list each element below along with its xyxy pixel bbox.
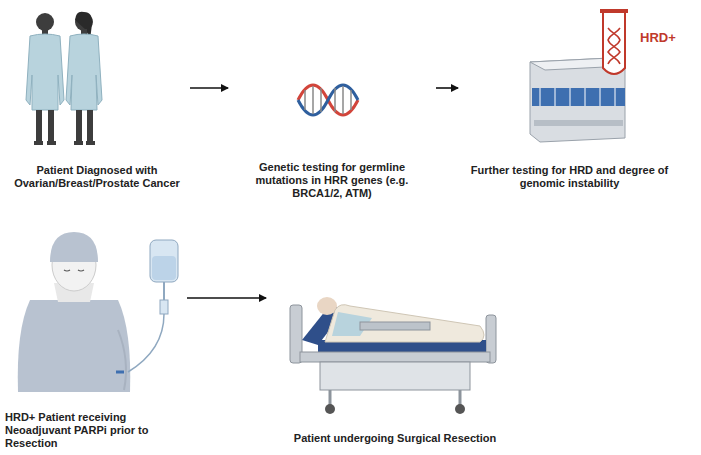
step-caption: Genetic testing for germline mutations i… — [232, 161, 432, 200]
step-caption: Patient Diagnosed with Ovarian/Breast/Pr… — [8, 164, 186, 190]
patient-figure — [66, 12, 102, 145]
dna-helix — [298, 85, 358, 115]
hrd-label: HRD+ — [640, 30, 676, 45]
step-node: Patient Diagnosed with Ovarian/Breast/Pr… — [8, 5, 186, 190]
patient-figure — [26, 13, 64, 145]
step-node: Patient undergoing Surgical Resection — [270, 280, 520, 445]
test-tube — [600, 9, 628, 74]
flow-arrow — [190, 87, 228, 89]
patient-iv-figure — [18, 232, 131, 392]
step-node: HRD+ Patient receiving Neoadjuvant PARPi… — [5, 225, 183, 450]
step-node: Genetic testing for germline mutations i… — [232, 5, 432, 200]
step-caption: HRD+ Patient receiving Neoadjuvant PARPi… — [5, 411, 183, 450]
flow-arrow — [187, 297, 266, 299]
flow-arrow — [436, 87, 458, 89]
iv-bag — [128, 240, 178, 372]
step-caption: Patient undergoing Surgical Resection — [270, 432, 520, 445]
step-caption: Further testing for HRD and degree of ge… — [462, 164, 677, 190]
hospital-bed — [290, 297, 496, 414]
